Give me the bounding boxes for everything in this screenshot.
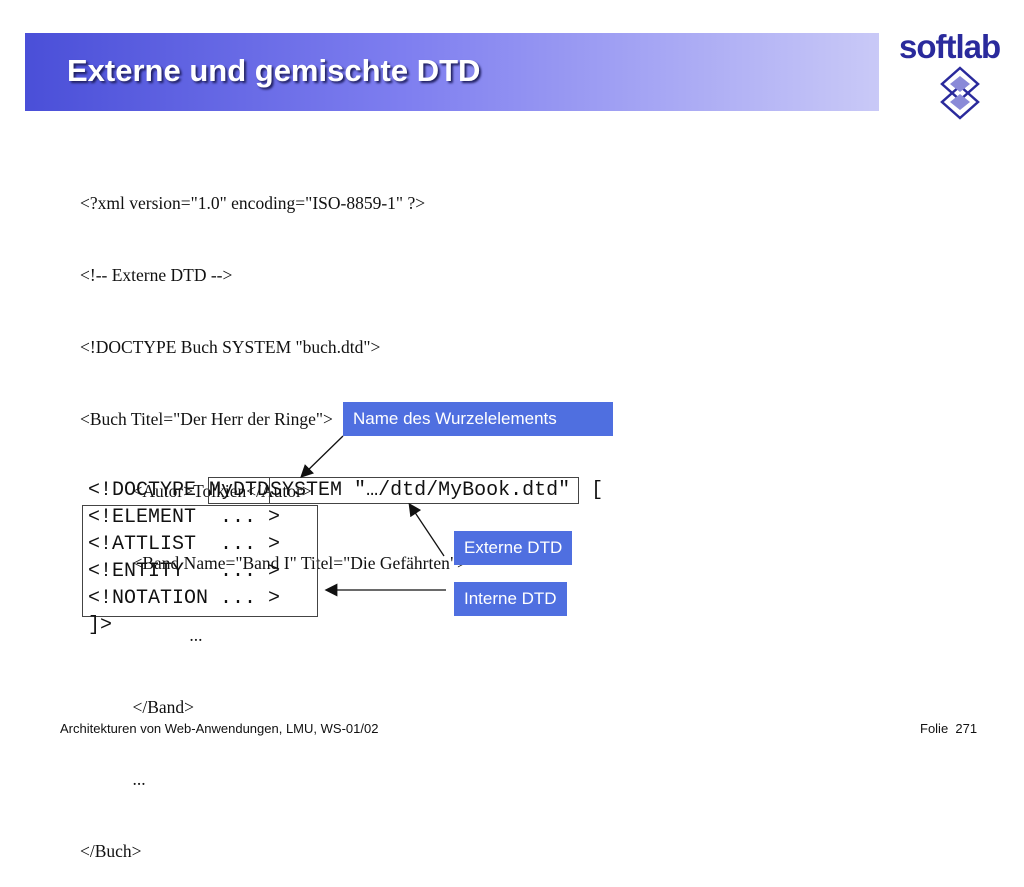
- footer-slide-value: 271: [955, 721, 978, 736]
- code-line: <Band Name="Band I" Titel="Die Gefährten…: [80, 553, 467, 573]
- bracket-open: [: [579, 479, 604, 502]
- root-element-callout: Name des Wurzelelements: [343, 402, 613, 436]
- slide-title: Externe und gemischte DTD: [67, 53, 481, 88]
- footer-course: Architekturen von Web-Anwendungen, LMU, …: [60, 721, 379, 736]
- xml-code-block: <?xml version="1.0" encoding="ISO-8859-1…: [80, 143, 467, 887]
- closing-line: ]>: [88, 614, 113, 637]
- doctype-prefix: <!DOCTYPE: [88, 479, 209, 502]
- code-line: <Buch Titel="Der Herr der Ringe">: [80, 409, 333, 429]
- dtd-example: <!DOCTYPE MyDTDSYSTEM "…/dtd/MyBook.dtd"…: [88, 477, 603, 639]
- softlab-logo: softlab: [895, 28, 1010, 123]
- dtd-decl-line: <!ATTLIST ... >: [88, 533, 281, 556]
- code-line: </Band>: [80, 697, 195, 717]
- footer-slide-number: Folie 271: [920, 721, 977, 736]
- external-dtd-arrow: [408, 502, 445, 557]
- doctype-line: <!DOCTYPE MyDTDSYSTEM "…/dtd/MyBook.dtd"…: [88, 477, 603, 504]
- title-bar: Externe und gemischte DTD: [25, 33, 879, 111]
- dtd-decl-line: <!ELEMENT ... >: [88, 506, 281, 529]
- code-line: </Buch>: [80, 841, 142, 861]
- code-line: <?xml version="1.0" encoding="ISO-8859-1…: [80, 193, 426, 213]
- code-line: <!DOCTYPE Buch SYSTEM "buch.dtd">: [80, 337, 381, 357]
- code-line: ...: [80, 625, 203, 645]
- code-line: <Autor>Tolkien</Autor>: [80, 481, 312, 501]
- cube-logo-icon: [940, 66, 980, 120]
- internal-dtd-box: [82, 505, 318, 617]
- root-element-arrow: [300, 435, 344, 478]
- logo-text: softlab: [899, 28, 1001, 65]
- code-line: ...: [80, 769, 146, 789]
- callout-arrows: [300, 435, 446, 597]
- root-name-box: MyDTD: [208, 477, 271, 504]
- dtd-decl-line: <!ENTITY ... >: [88, 560, 281, 583]
- footer-slide-label: Folie: [920, 721, 949, 736]
- internal-dtd-callout: Interne DTD: [454, 582, 567, 616]
- code-line: <!-- Externe DTD -->: [80, 265, 233, 285]
- system-part-box: SYSTEM "…/dtd/MyBook.dtd": [270, 477, 580, 504]
- dtd-decl-line: <!NOTATION ... >: [88, 587, 281, 610]
- external-dtd-callout: Externe DTD: [454, 531, 573, 565]
